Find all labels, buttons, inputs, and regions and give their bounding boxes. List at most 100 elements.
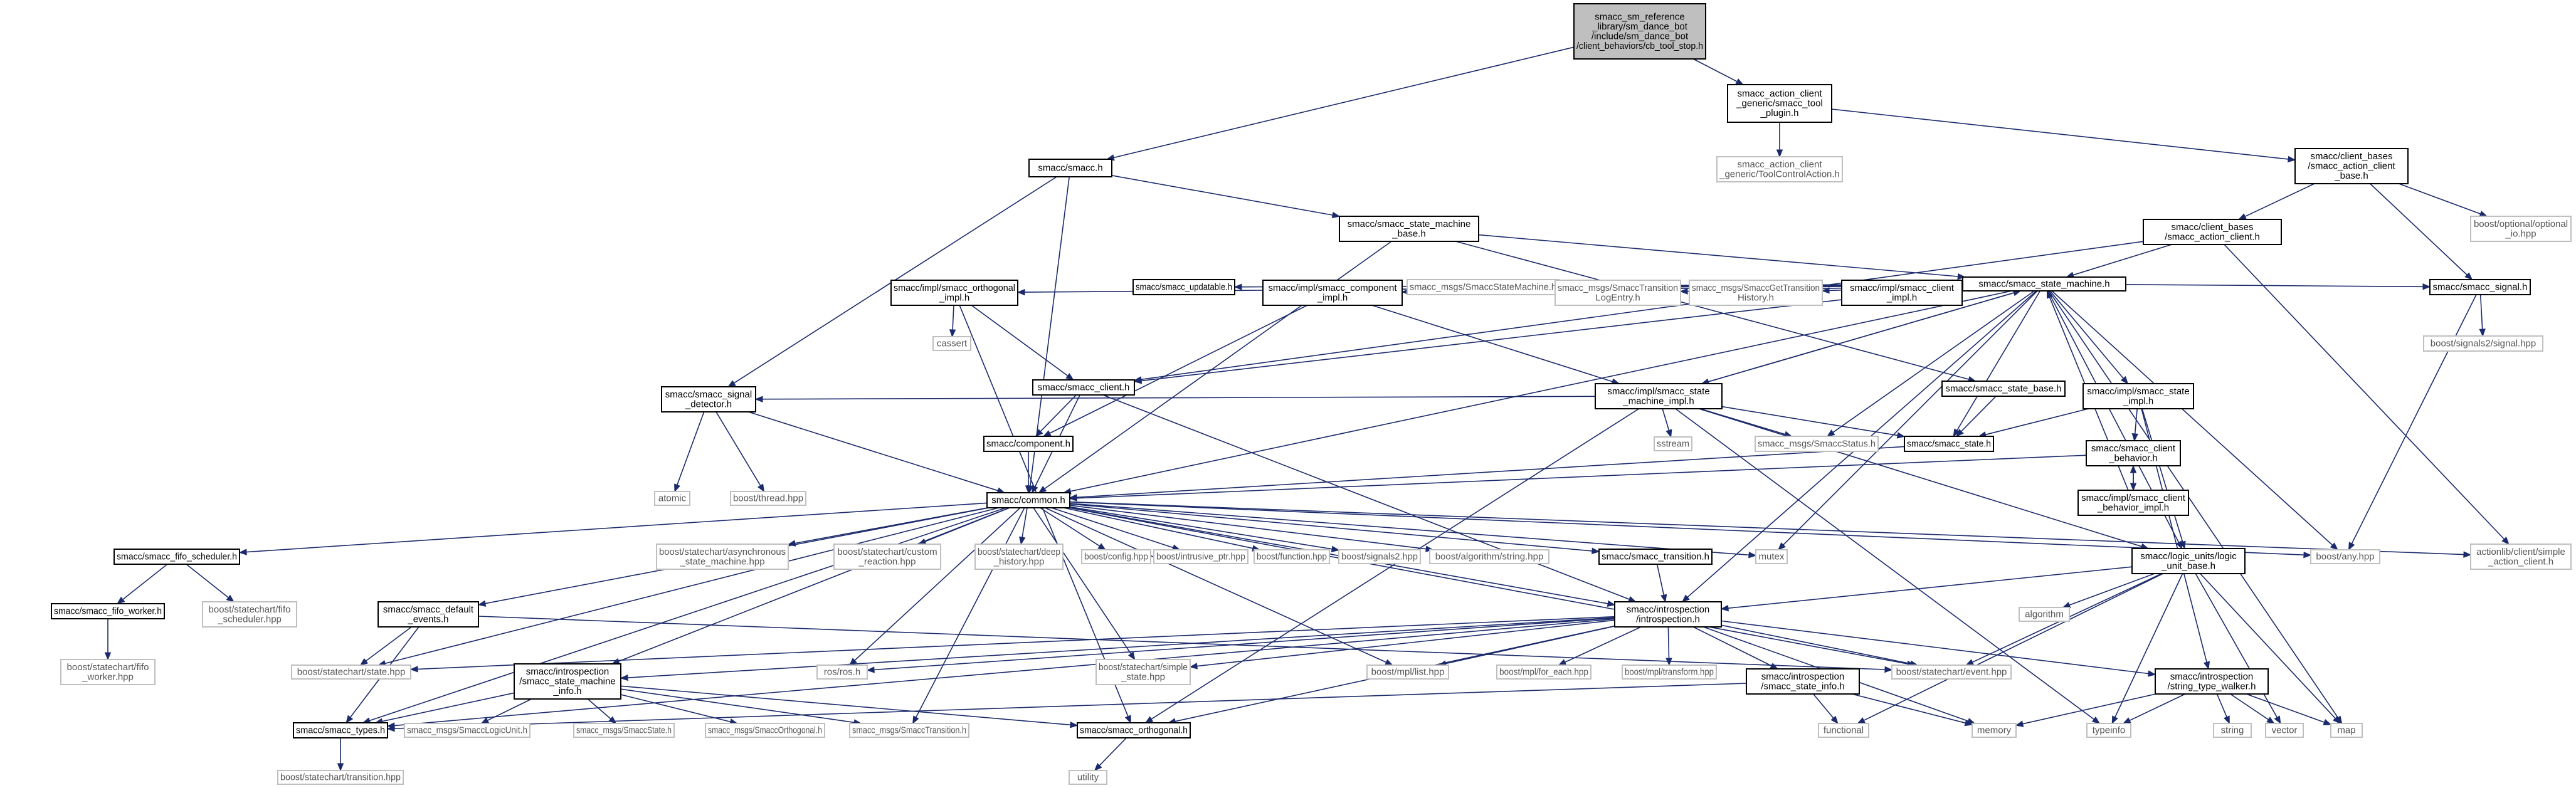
node-label: cassert (937, 339, 968, 349)
node-action_client[interactable]: smacc/client_bases/smacc_action_client.h (2143, 219, 2282, 245)
edge-arrowhead (1233, 283, 1242, 290)
node-label: typeinfo (2093, 725, 2126, 736)
node-comp_impl[interactable]: smacc/impl/smacc_component_impl.h (1262, 280, 1403, 306)
edge-arrowhead (2120, 376, 2129, 385)
node-box (2082, 383, 2194, 409)
node-label: smacc/smacc_signal (665, 389, 752, 400)
node-box (1429, 549, 1549, 564)
edge-arrowhead (1133, 377, 1142, 384)
node-cl_behavior[interactable]: smacc/smacc_client_behavior.h (2086, 440, 2181, 466)
node-box (2265, 723, 2304, 738)
edge-sm_info-to-msg_state (587, 698, 617, 724)
node-default_events[interactable]: smacc/smacc_default_events.h (377, 601, 479, 628)
node-label: functional (1824, 725, 1864, 736)
node-updatable[interactable]: smacc/smacc_updatable.h (1132, 279, 1235, 295)
node-sc_fifo_worker: boost/statechart/fifo_worker.hpp (60, 659, 156, 685)
node-box (1727, 84, 1832, 123)
node-label: /include/sm_dance_bot (1592, 31, 1689, 41)
node-fifo_worker[interactable]: smacc/smacc_fifo_worker.h (51, 603, 165, 619)
node-label: _plugin.h (1760, 108, 1799, 118)
node-label: smacc_msgs/SmaccGetTransition (1692, 283, 1820, 293)
edge-state_info-to-memory (1852, 693, 1973, 727)
node-state_impl[interactable]: smacc/impl/smacc_state_impl.h (2082, 383, 2194, 409)
node-label: _io.hpp (2505, 228, 2536, 239)
edge-arrowhead (1019, 536, 1026, 545)
edge-arrowhead (2479, 328, 2486, 337)
node-box (2019, 607, 2070, 622)
node-client_h[interactable]: smacc/smacc_client.h (1032, 379, 1135, 396)
edge-line (715, 411, 761, 486)
edge-line (1956, 290, 2041, 431)
node-vector: vector (2265, 723, 2304, 738)
node-box (2423, 335, 2543, 352)
node-types_h[interactable]: smacc/smacc_types.h (293, 722, 388, 738)
node-state_info[interactable]: smacc/introspection/smacc_state_info.h (1746, 668, 1860, 695)
node-component[interactable]: smacc/component.h (983, 436, 1074, 452)
node-sm_base[interactable]: smacc/smacc_state_machine_base.h (1339, 216, 1479, 242)
edge-arrowhead (1627, 596, 1637, 602)
node-type_walker[interactable]: smacc/introspection/string_type_walker.h (2155, 668, 2269, 695)
node-label: smacc/smacc_client.h (1038, 382, 1130, 393)
node-label: _worker.hpp (82, 671, 134, 682)
node-smacc_h[interactable]: smacc/smacc.h (1028, 159, 1112, 177)
edge-line (382, 692, 515, 722)
edge-state_machine-to-common (1063, 290, 2012, 495)
node-signal_h[interactable]: smacc/smacc_signal.h (2429, 279, 2531, 295)
edge-signal_h-to-any (2348, 294, 2477, 551)
edge-line (2370, 183, 2468, 276)
edge-arrowhead (2333, 716, 2341, 724)
edge-state_machine-to-msg_status (1827, 290, 2035, 437)
edge-arrowhead (480, 717, 490, 724)
edge-orth_impl-to-orthogonal_h (959, 305, 1131, 724)
node-label: smacc/common.h (991, 495, 1065, 506)
node-orth_impl[interactable]: smacc/impl/smacc_orthogonal_impl.h (890, 280, 1018, 306)
edge-line (1455, 241, 1970, 380)
node-sm_impl[interactable]: smacc/impl/smacc_state_machine_impl.h (1595, 383, 1723, 409)
node-label: _state.hpp (1121, 671, 1165, 682)
node-introspection[interactable]: smacc/introspection/introspection.h (1614, 601, 1722, 628)
node-box (202, 601, 297, 628)
node-state_h[interactable]: smacc/smacc_state.h (1904, 436, 1994, 452)
edge-line (2048, 290, 2339, 718)
node-box (986, 492, 1070, 508)
node-sc_async: boost/statechart/asynchronous_state_mach… (656, 544, 789, 570)
node-clb_impl[interactable]: smacc/impl/smacc_client_behavior_impl.h (2077, 490, 2189, 516)
edge-line (1069, 503, 1593, 552)
node-logic_unit[interactable]: smacc/logic_units/logic_unit_base.h (2131, 548, 2246, 574)
edge-arrowhead (1592, 547, 1600, 555)
edge-common-to-algostr (1069, 505, 1434, 552)
edge-arrowhead (1558, 659, 1567, 666)
edge-line (1701, 292, 2014, 384)
node-mpl_transform: boost/mpl/transform.hpp (1622, 665, 1717, 680)
edge-arrowhead (1035, 429, 1043, 437)
edge-arrowhead (608, 716, 617, 724)
node-box (1555, 280, 1681, 306)
node-fifo_sched[interactable]: smacc/smacc_fifo_scheduler.h (113, 549, 240, 565)
node-sig_detector[interactable]: smacc/smacc_signal_detector.h (661, 386, 756, 412)
node-transition_h[interactable]: smacc/smacc_transition.h (1598, 549, 1713, 565)
node-orthogonal_h[interactable]: smacc/smacc_orthogonal.h (1077, 722, 1191, 738)
node-label: smacc/smacc_types.h (296, 725, 385, 736)
node-state_base[interactable]: smacc/smacc_state_base.h (1941, 381, 2066, 397)
node-msg_orth: smacc_msgs/SmaccOrthogonal.h (705, 723, 825, 738)
node-state_machine[interactable]: smacc/smacc_state_machine.h (1962, 276, 2126, 292)
edge-line (1141, 299, 1842, 382)
node-rosros: ros/ros.h (816, 665, 868, 680)
node-label: /smacc_state_info.h (1761, 681, 1844, 691)
edge-common-to-any (1069, 502, 2312, 559)
node-sm_info[interactable]: smacc/introspection/smacc_state_machine_… (514, 663, 621, 700)
node-client_base[interactable]: smacc/client_bases/smacc_action_client_b… (2294, 148, 2409, 184)
node-client_impl[interactable]: smacc/impl/smacc_client_impl.h (1841, 280, 1963, 306)
node-tool_plugin[interactable]: smacc_action_client_generic/smacc_tool_p… (1727, 84, 1832, 123)
node-box (661, 386, 756, 412)
node-label: boost/config.hpp (1084, 552, 1148, 562)
node-label: _generic/smacc_tool (1736, 98, 1823, 109)
node-root[interactable]: smacc_sm_reference_library/sm_dance_bot/… (1573, 3, 1706, 60)
node-common[interactable]: smacc/common.h (986, 492, 1070, 508)
edge-arrowhead (1189, 663, 1198, 670)
node-box (1818, 723, 1869, 738)
node-label: smacc/impl/smacc_orthogonal (894, 283, 1015, 293)
node-box (1407, 279, 1560, 295)
edge-arrowhead (1065, 373, 1074, 381)
edge-line (1040, 507, 1101, 547)
